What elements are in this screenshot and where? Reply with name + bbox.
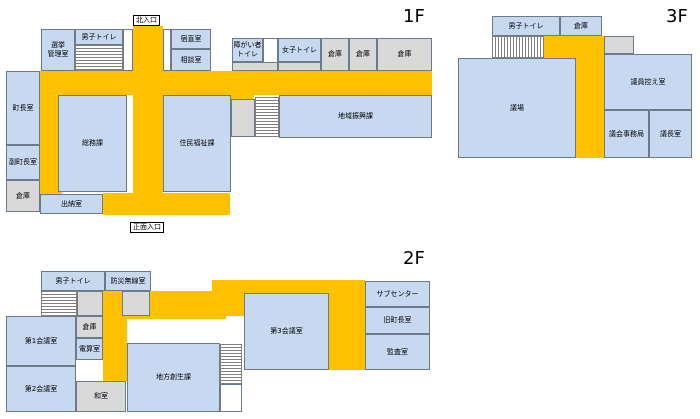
room-gicho: 議長室 [649,110,692,158]
entrance-north: 北入口 [133,15,160,26]
floor-label-1f: 1F [403,6,425,27]
hallway [40,172,62,194]
room-blank [123,29,133,71]
floor-label-2f: 2F [403,248,425,269]
room-soko-3f: 倉庫 [560,16,602,36]
room-jumin: 住民福祉課 [163,95,231,192]
room-soko-3: 倉庫 [377,38,432,71]
room-joshi-toilet: 女子トイレ [278,38,321,62]
room-kansa: 監査室 [365,334,430,370]
room-kyu-chocho: 旧町長室 [365,307,430,334]
room-corridor-gray [232,62,278,71]
room-chocho: 町長室 [6,71,40,145]
room-jimukyoku: 議会事務局 [604,110,649,158]
room-kaigi3: 第3会議室 [244,293,329,370]
room-danshi-toilet-2f: 男子トイレ [41,271,105,291]
room-densan: 電算室 [76,338,103,360]
room-gray [122,291,150,316]
room-kaigi1: 第1会議室 [6,316,76,366]
hallway [230,71,254,99]
room-gray [604,36,634,54]
hallway [576,36,604,158]
room-gray [77,291,103,316]
room-fukuchocho: 副町長室 [6,145,40,180]
stairs [492,36,544,58]
room-risho: 和室 [76,381,126,412]
room-soko-1: 倉庫 [321,38,349,71]
room-sodan: 相談室 [171,49,211,71]
room-somu: 総務課 [58,95,127,192]
room-blank [163,29,171,71]
hallway [103,193,230,215]
room-chiho: 地方創生課 [127,343,220,412]
stairs [41,291,77,316]
room-bosai: 防災無線室 [105,271,151,291]
room-sub: サブセンター [365,281,430,307]
room-soko-2: 倉庫 [349,38,377,71]
entrance-main: 正面入口 [130,222,164,233]
room-senkyo: 選挙 管理室 [41,29,75,71]
room-chiiki: 地域振興課 [279,95,432,138]
room-suito: 出納室 [40,194,103,214]
room-corridor-gray [278,62,321,71]
hallway [103,316,127,381]
room-kaigi2: 第2会議室 [6,366,76,412]
stairs [220,344,242,384]
room-shukuchoku: 宿直室 [171,29,211,49]
room-giin-hikae: 議員控え室 [604,54,692,110]
floor-label-3f: 3F [666,6,688,27]
hallway [40,71,58,193]
stairs [75,45,123,71]
room-danshi-toilet-3f: 男子トイレ [492,16,560,36]
hallway [133,26,163,214]
room-gray [231,99,255,137]
hallway [329,280,365,370]
room-shogai-toilet: 障がい者 トイレ [232,38,263,62]
room-gijo: 議場 [458,58,576,158]
room-soko-left: 倉庫 [6,180,40,212]
room-blank [220,384,242,412]
stairs [255,97,279,137]
room-soko-2f: 倉庫 [76,316,103,338]
room-danshi-toilet-1f: 男子トイレ [75,29,123,45]
